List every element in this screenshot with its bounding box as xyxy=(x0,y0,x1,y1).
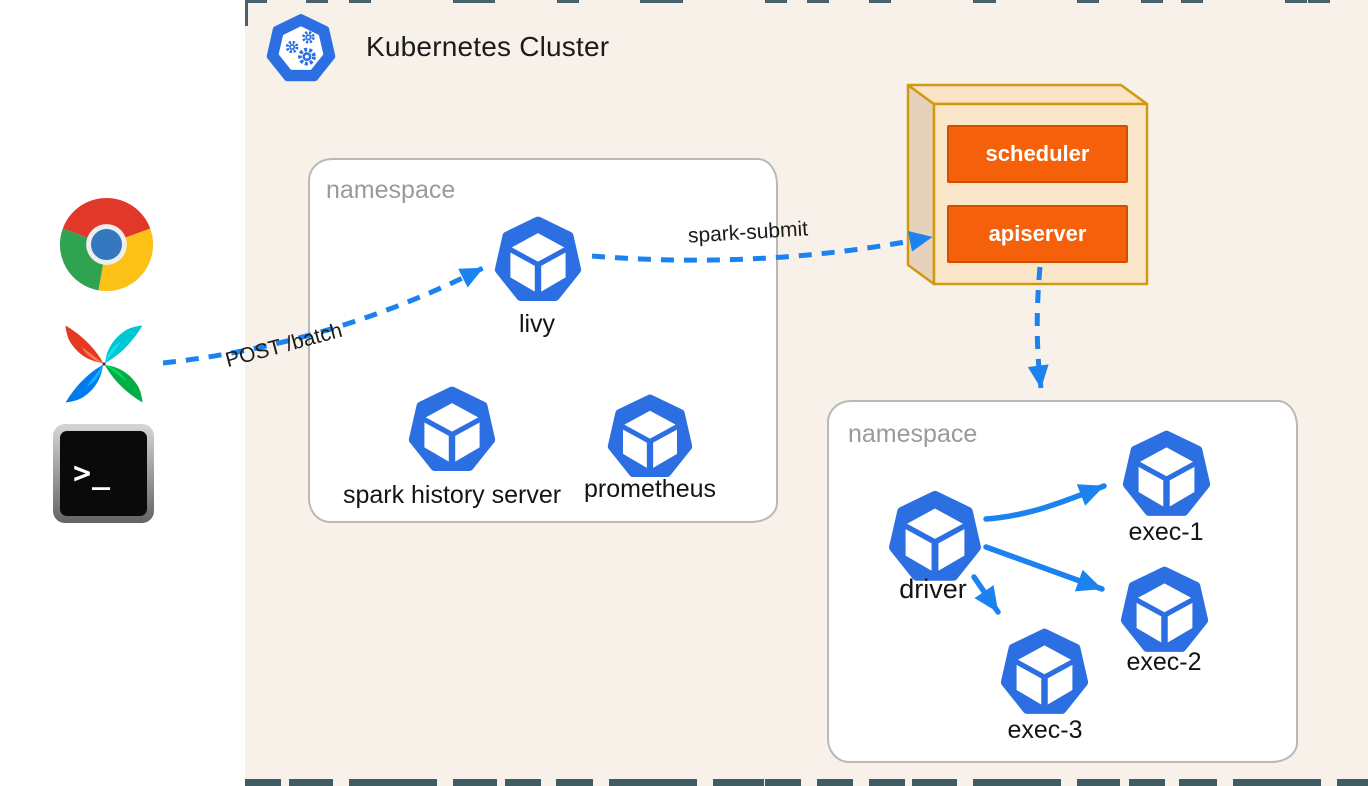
namespace-box-job xyxy=(827,400,1298,763)
torn-edge-top xyxy=(245,0,1368,3)
airflow-icon xyxy=(52,312,156,416)
namespace-box-infra xyxy=(308,158,778,523)
pod-label-spark-history-server: spark history server xyxy=(342,481,562,509)
chrome-browser-icon xyxy=(58,196,155,293)
namespace-infra-label: namespace xyxy=(326,176,456,204)
pod-label-exec-2: exec-2 xyxy=(1126,648,1202,676)
scheduler-component: scheduler xyxy=(947,125,1128,183)
terminal-icon: >_ xyxy=(53,424,154,523)
torn-edge-bottom xyxy=(245,779,1368,786)
namespace-job-label: namespace xyxy=(848,420,978,448)
pod-label-exec-1: exec-1 xyxy=(1128,518,1204,546)
pod-label-livy: livy xyxy=(518,310,556,338)
torn-edge-left-notch xyxy=(245,0,248,26)
apiserver-component: apiserver xyxy=(947,205,1128,263)
pod-label-exec-3: exec-3 xyxy=(1007,716,1083,744)
terminal-prompt: >_ xyxy=(73,456,112,491)
apiserver-label: apiserver xyxy=(988,221,1087,246)
page-title: Kubernetes Cluster xyxy=(366,31,610,62)
pod-label-driver: driver xyxy=(899,574,967,604)
terminal-screen: >_ xyxy=(60,431,147,516)
pod-label-prometheus: prometheus xyxy=(583,475,717,503)
scheduler-label: scheduler xyxy=(985,141,1090,166)
